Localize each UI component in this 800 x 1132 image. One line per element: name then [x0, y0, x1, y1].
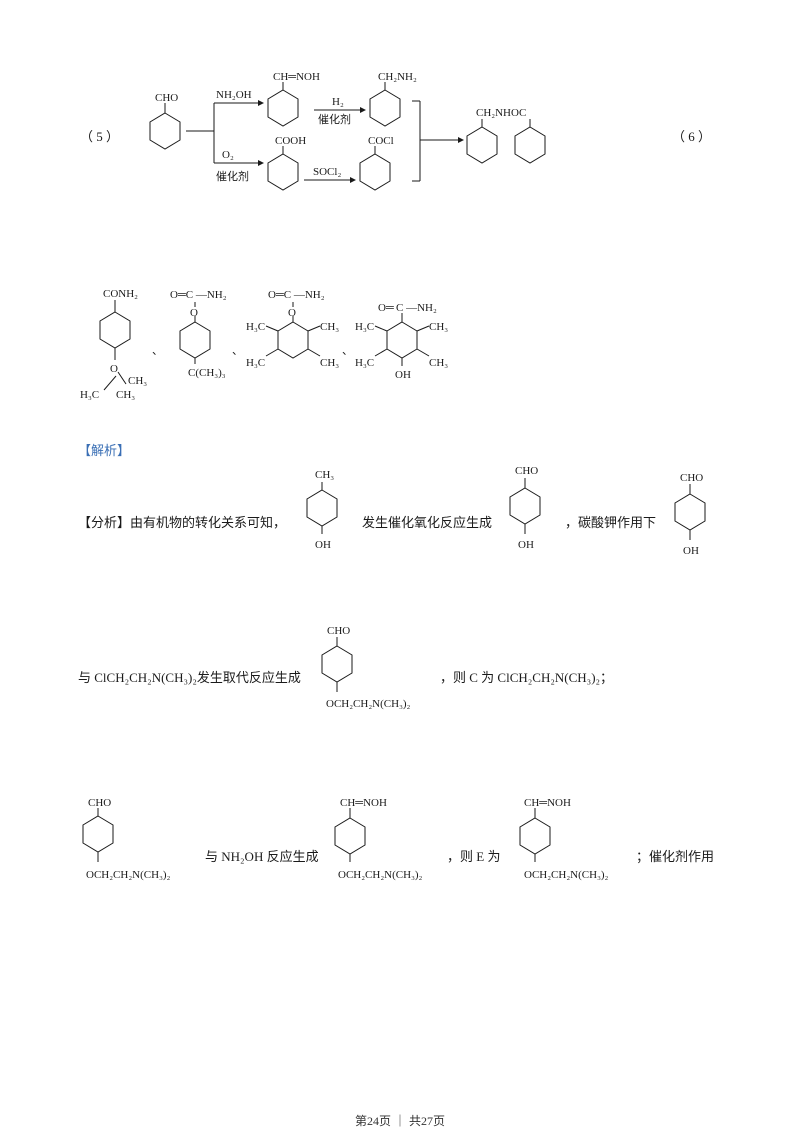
benzene-ring-benzoic-acid	[267, 146, 299, 191]
p-cresol-top: CH₃	[315, 469, 334, 481]
isomer-4-ch3-b: CH₃	[429, 357, 448, 369]
e-compound-bottom: OCH₂CH₂N(CH₃)₂	[524, 869, 609, 881]
isomer-1-ch3-a: CH₃	[128, 375, 147, 387]
benzylamine-label: CH₂NH₂	[378, 71, 417, 83]
isomer-4-top: C —NH₂	[396, 302, 437, 314]
benzene-ring-benzylamine	[369, 82, 401, 127]
q5-reaction-scheme: CHO NH₂OH O₂ 催化剂 CH═NOH H₂ 催化剂 CH₂NH₂ CO…	[149, 71, 546, 191]
analysis-text-2a: 与 ClCH₂CH₂N(CH₃)₂发生取代反应生成	[78, 670, 301, 685]
isomer-4-h3c-a: H₃C	[355, 321, 374, 333]
hydroxybenzaldehyde-ring-2	[674, 484, 706, 540]
question-6-number: （ 6 ）	[672, 129, 712, 144]
catalyst-label-2: 催化剂	[216, 169, 249, 183]
isomer-1-ch3-b: CH₃	[116, 389, 135, 401]
isomer-3-h3c-a: H₃C	[246, 321, 265, 333]
page-footer: 第24页 ｜ 共27页	[354, 1114, 445, 1128]
isomer-3-top: O═C —NH₂	[268, 289, 325, 301]
e-compound-top: CH═NOH	[524, 797, 571, 809]
c-product-ring	[321, 637, 353, 692]
isomer-1-h3c: H₃C	[80, 389, 99, 401]
p3-molecules: CHO OCH₂CH₂N(CH₃)₂ CH═NOH OCH₂CH₂N(CH₃)₂…	[82, 797, 609, 881]
analysis-text-3a: 与 NH₂OH 反应生成	[205, 849, 319, 864]
benzaldehyde-label: CHO	[155, 92, 178, 104]
hydroxybenzaldehyde-ring-1	[509, 478, 541, 534]
reagent-nh2oh: NH₂OH	[216, 89, 252, 101]
benzene-ring-benzaldehyde	[149, 103, 181, 150]
benzoic-acid-label: COOH	[275, 135, 306, 147]
product-label: CH₂NHOC	[476, 107, 526, 119]
q6-isomers: CONH₂ O CH₃ CH₃ H₃C 、 O═C —NH₂ O C(CH₃)₃…	[80, 288, 448, 401]
d-compound-ring	[82, 808, 114, 862]
c-product-bottom: OCH₂CH₂N(CH₃)₂	[326, 698, 411, 710]
question-5-number: （ 5 ）	[80, 129, 120, 144]
analysis-text-1a: 【分析】由有机物的转化关系可知，	[78, 515, 287, 530]
analysis-text-1c: ，碳酸钾作用下	[565, 515, 657, 530]
p1-molecules: CH₃ OH CHO OH CHO OH	[306, 465, 706, 557]
isomer-3-o: O	[288, 307, 296, 319]
isomer-2-ring	[179, 302, 211, 364]
oxime-product-bottom: OCH₂CH₂N(CH₃)₂	[338, 869, 423, 881]
isomer-1-ring	[99, 300, 131, 391]
benzene-ring-product-a	[466, 119, 498, 164]
reagent-o2: O₂	[222, 149, 234, 161]
hydroxybenzaldehyde-2-bottom: OH	[683, 545, 699, 557]
analysis-tag: 【解析】	[78, 443, 131, 458]
isomer-4-ring	[374, 313, 430, 366]
benzene-ring-product-b	[514, 119, 546, 164]
separator-1: 、	[152, 345, 163, 357]
isomer-1-o: O	[110, 363, 118, 375]
analysis-text-1b: 发生催化氧化反应生成	[362, 515, 493, 530]
p2-molecules: CHO OCH₂CH₂N(CH₃)₂	[321, 625, 411, 710]
analysis-text-3b: ，则 E 为	[447, 849, 501, 864]
isomer-3-ch3-b: CH₃	[320, 357, 339, 369]
benzene-ring-oxime	[267, 82, 299, 127]
reagent-socl2: SOCl₂	[313, 166, 341, 178]
reagent-h2: H₂	[332, 96, 344, 108]
d-compound-top: CHO	[88, 797, 111, 809]
isomer-3-h3c-b: H₃C	[246, 357, 265, 369]
isomer-4-ch3-a: CH₃	[429, 321, 448, 333]
analysis-text-2b: ，则 C 为 ClCH₂CH₂N(CH₃)₂；	[440, 670, 614, 685]
separator-2: 、	[232, 345, 243, 357]
isomer-3-ch3-a: CH₃	[320, 321, 339, 333]
oxime-product-ring	[334, 808, 366, 862]
isomer-2-o: O	[190, 307, 198, 319]
acyl-chloride-label: COCl	[368, 135, 394, 147]
benzene-ring-acyl-chloride	[359, 146, 391, 191]
c-product-top: CHO	[327, 625, 350, 637]
isomer-3-ring	[265, 302, 321, 359]
hydroxybenzaldehyde-2-top: CHO	[680, 472, 703, 484]
p-cresol-ring	[306, 482, 338, 534]
isomer-1-top: CONH₂	[103, 288, 138, 300]
catalyst-label-1: 催化剂	[318, 112, 351, 126]
e-compound-ring	[519, 808, 551, 862]
oxime-label: CH═NOH	[273, 71, 320, 83]
separator-3: 、	[342, 345, 353, 357]
isomer-2-top: O═C —NH₂	[170, 289, 227, 301]
hydroxybenzaldehyde-1-bottom: OH	[518, 539, 534, 551]
isomer-4-oh: OH	[395, 369, 411, 381]
hydroxybenzaldehyde-1-top: CHO	[515, 465, 538, 477]
isomer-4-o: O═	[378, 302, 394, 314]
isomer-2-bottom: C(CH₃)₃	[188, 367, 226, 379]
isomer-4-h3c-b: H₃C	[355, 357, 374, 369]
d-compound-bottom: OCH₂CH₂N(CH₃)₂	[86, 869, 171, 881]
analysis-text-3c: ；催化剂作用	[636, 849, 715, 864]
p-cresol-bottom: OH	[315, 539, 331, 551]
oxime-product-top: CH═NOH	[340, 797, 387, 809]
